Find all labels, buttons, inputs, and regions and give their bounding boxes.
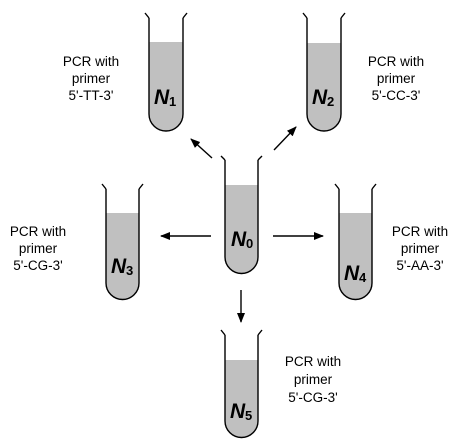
label-n1: PCR with primer 5'-TT-3' [63, 54, 119, 103]
tube-n4-lip [334, 183, 377, 190]
tube-n5-subscript: 5 [245, 408, 252, 423]
tube-n2-subscript: 2 [327, 94, 334, 109]
label-n2: PCR with primer 5'-CC-3' [368, 54, 424, 103]
tube-n4: N 4 [334, 183, 377, 301]
tube-n3: N 3 [101, 183, 144, 301]
tube-n5-name: N [230, 400, 246, 423]
tube-n0-lip [220, 155, 263, 161]
label-n4-line-1: PCR with [392, 224, 448, 239]
tube-n1-lip [144, 12, 188, 19]
tube-n2-outline [306, 18, 342, 132]
tube-n1-name: N [154, 86, 170, 109]
label-n2-line-3: 5'-CC-3' [372, 88, 421, 103]
tube-n3-lip [101, 183, 144, 190]
label-n5: PCR with primer 5'-CG-3' [285, 354, 341, 405]
arrow-n0-to-n2 [273, 126, 297, 151]
label-n4: PCR with primer 5'-AA-3' [392, 224, 448, 273]
tube-n5-liquid [225, 360, 258, 438]
tube-n1-subscript: 1 [169, 94, 176, 109]
label-n4-line-2: primer [401, 241, 440, 256]
label-n2-line-1: PCR with [368, 54, 424, 69]
tube-n0-liquid [225, 185, 258, 274]
tube-n1: N 1 [144, 12, 188, 132]
tube-n2-lip [302, 12, 346, 19]
label-n3-line-3: 5'-CG-3' [13, 258, 62, 273]
label-n3-line-2: primer [19, 241, 58, 256]
arrows-group [160, 126, 324, 323]
label-n5-line-2: primer [294, 372, 333, 387]
tube-n0: N 0 [220, 155, 263, 275]
tube-n3-outline [105, 189, 140, 301]
tube-n4-outline [338, 189, 373, 301]
tube-n3-liquid [106, 213, 139, 300]
tube-n3-name: N [111, 255, 127, 278]
label-n2-line-2: primer [377, 71, 416, 86]
tube-n4-liquid [339, 213, 372, 300]
label-n1-line-2: primer [72, 71, 111, 86]
tube-n5: N 5 [220, 329, 263, 439]
label-n1-line-3: 5'-TT-3' [69, 88, 114, 103]
tube-n3-subscript: 3 [126, 263, 133, 278]
label-n5-line-3: 5'-CG-3' [288, 390, 337, 405]
tube-n2-liquid [307, 43, 341, 131]
tube-n2-name: N [312, 86, 328, 109]
tube-n0-outline [224, 160, 259, 275]
tube-n0-subscript: 0 [246, 236, 253, 251]
tube-n0-name: N [231, 228, 247, 251]
tube-n1-liquid [149, 42, 183, 131]
tube-n2: N 2 [302, 12, 346, 132]
tube-n5-outline [224, 335, 259, 439]
tube-n1-outline [148, 18, 184, 132]
label-n4-line-3: 5'-AA-3' [396, 258, 443, 273]
label-n3: PCR with primer 5'-CG-3' [10, 224, 66, 273]
label-n3-line-1: PCR with [10, 224, 66, 239]
label-n5-line-1: PCR with [285, 354, 341, 369]
tube-n5-lip [220, 329, 263, 336]
label-n1-line-1: PCR with [63, 54, 119, 69]
tube-n4-name: N [344, 262, 360, 285]
tube-n4-subscript: 4 [359, 270, 367, 285]
arrow-n0-to-n1 [190, 138, 213, 159]
